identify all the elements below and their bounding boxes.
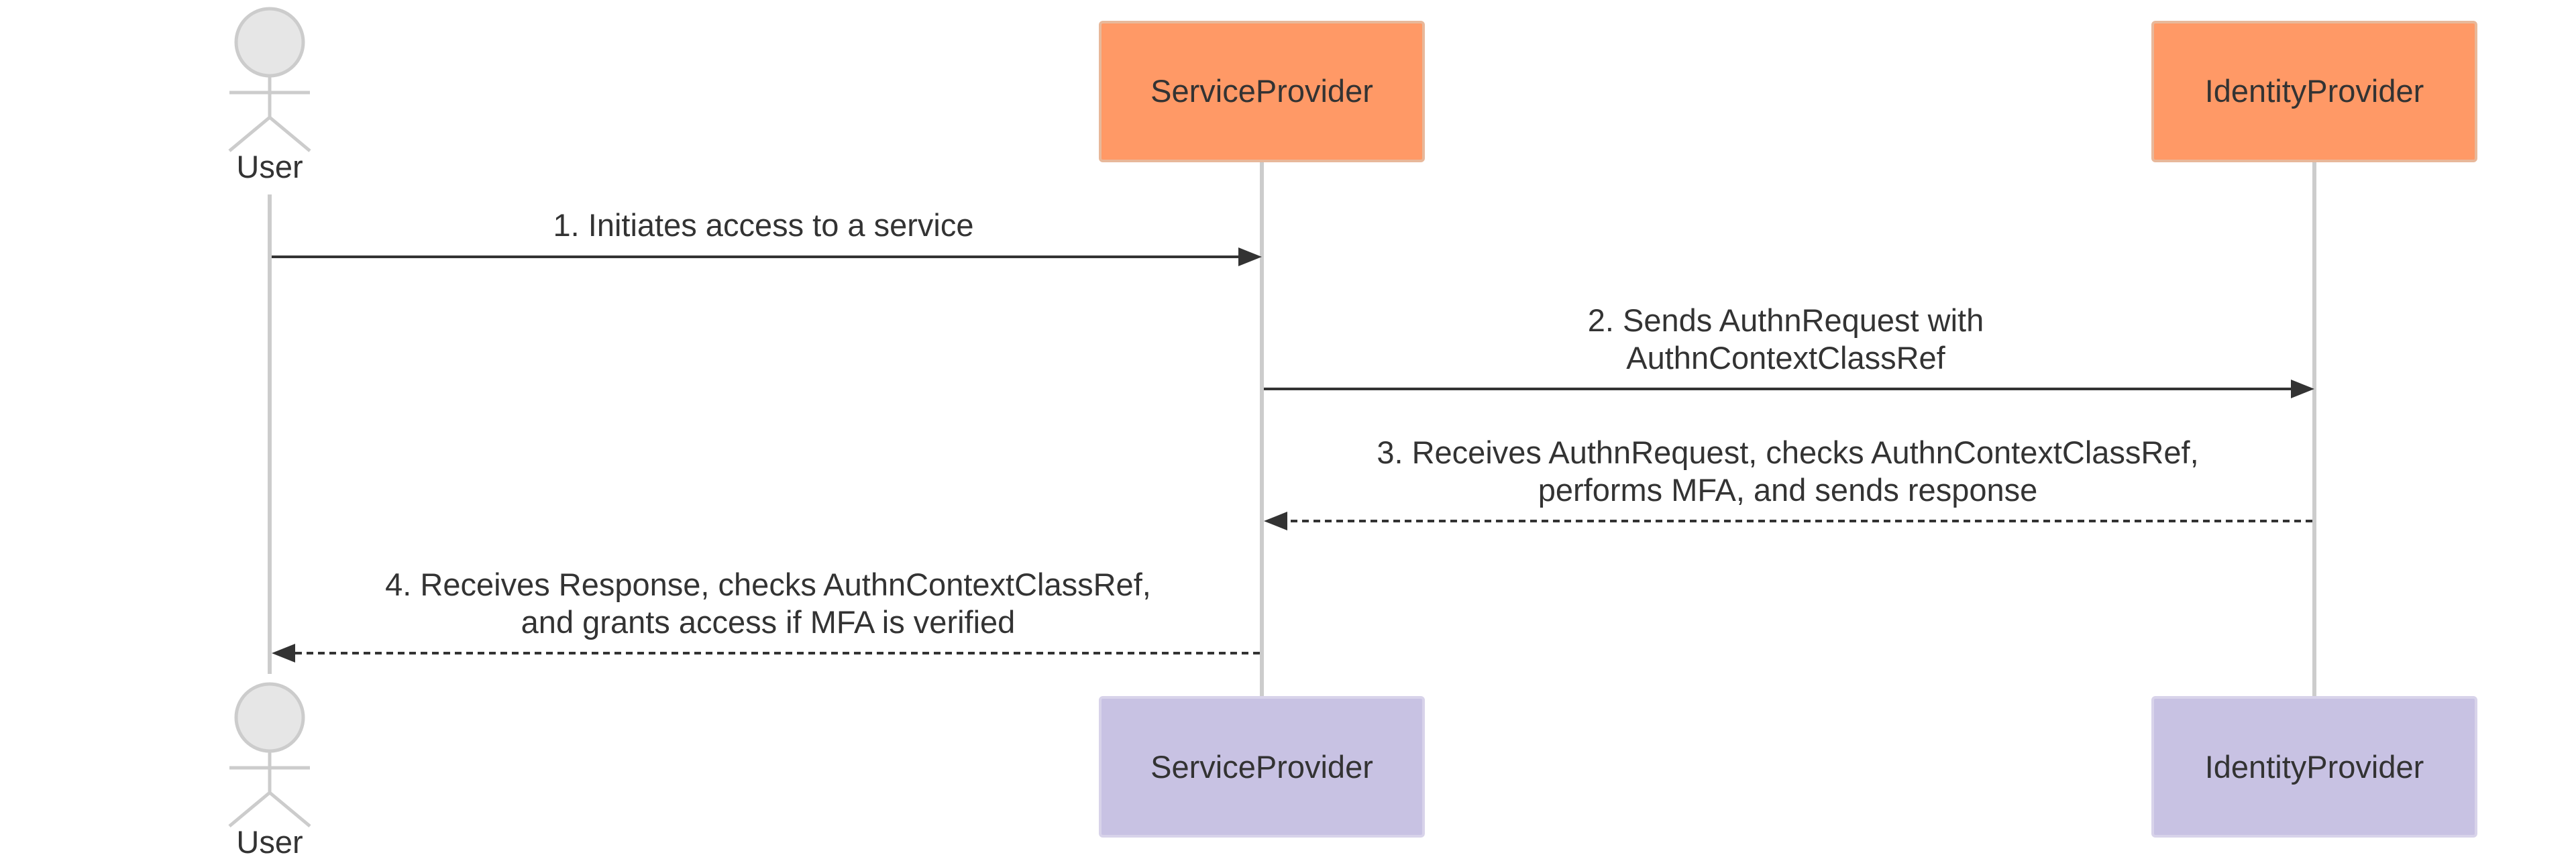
message-3-label-line2: performs MFA, and sends response: [1538, 472, 2038, 508]
message-2-label-line1: 2. Sends AuthnRequest with: [1588, 302, 1984, 338]
message-1: 1. Initiates access to a service: [272, 207, 1262, 266]
message-4: 4. Receives Response, checks AuthnContex…: [272, 567, 1260, 663]
identity-provider-box-bottom: IdentityProvider: [2151, 696, 2477, 838]
identity-provider-label-bottom: IdentityProvider: [2205, 749, 2424, 785]
message-4-label-line2: and grants access if MFA is verified: [521, 604, 1016, 640]
user-actor-bottom: User: [228, 682, 311, 857]
user-label-bottom: User: [236, 824, 303, 857]
identity-provider-label-top: IdentityProvider: [2205, 73, 2424, 109]
arrowhead-icon: [2291, 380, 2314, 398]
service-provider-box-bottom: ServiceProvider: [1099, 696, 1425, 838]
arrowhead-icon: [1264, 512, 1287, 530]
message-2-label-line2: AuthnContextClassRef: [1626, 340, 1945, 376]
arrowhead-icon: [272, 644, 295, 663]
arrowhead-icon: [1238, 247, 1262, 266]
user-label-top: User: [236, 149, 303, 184]
message-4-label-line1: 4. Receives Response, checks AuthnContex…: [385, 567, 1151, 602]
message-2: 2. Sends AuthnRequest with AuthnContextC…: [1264, 302, 2314, 398]
message-1-label: 1. Initiates access to a service: [553, 207, 974, 243]
message-3: 3. Receives AuthnRequest, checks AuthnCo…: [1264, 435, 2312, 530]
message-3-label-line1: 3. Receives AuthnRequest, checks AuthnCo…: [1377, 435, 2198, 470]
user-actor-top: User: [228, 7, 311, 184]
identity-provider-box-top: IdentityProvider: [2151, 21, 2477, 162]
actor-head-icon: [234, 7, 305, 78]
service-provider-label-bottom: ServiceProvider: [1150, 749, 1373, 785]
service-provider-box-top: ServiceProvider: [1099, 21, 1425, 162]
service-provider-label-top: ServiceProvider: [1150, 73, 1373, 109]
actor-head-icon: [234, 682, 305, 753]
